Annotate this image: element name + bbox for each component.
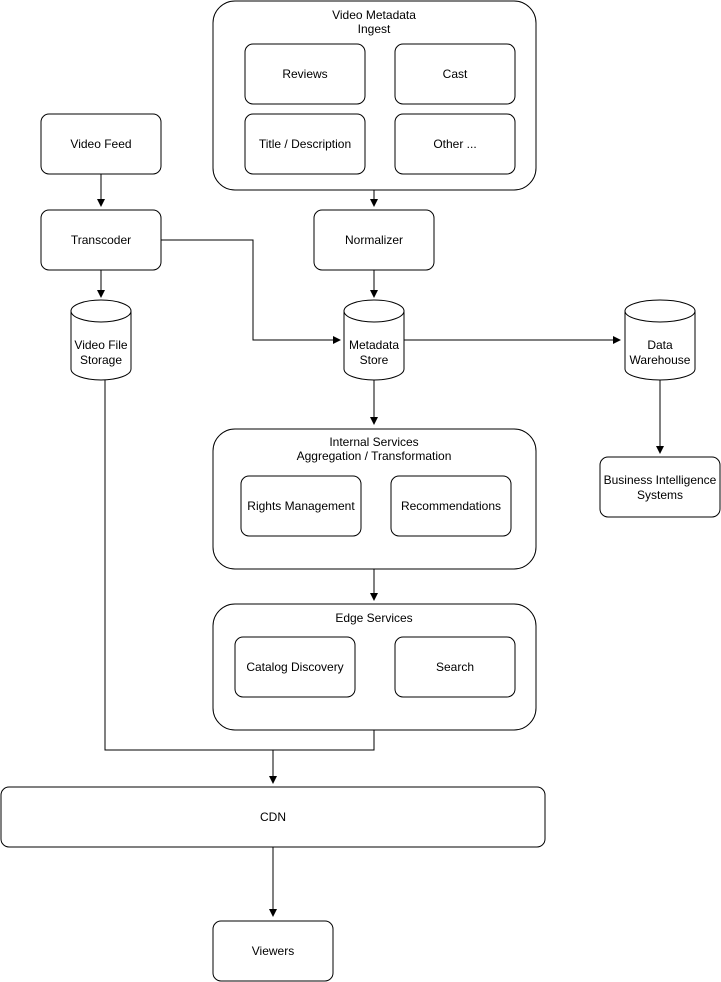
business-intelligence-box[interactable] — [599, 456, 721, 518]
metadata-store-label-line2: Store — [360, 353, 389, 367]
internal-services-group: Internal Services Aggregation / Transfor… — [212, 428, 537, 570]
cdn-box[interactable] — [0, 786, 546, 848]
metadata-ingest-title-line2: Ingest — [358, 22, 391, 36]
video-feed-box[interactable] — [40, 113, 162, 175]
data-warehouse-body[interactable] — [624, 311, 696, 381]
viewers-node[interactable]: Viewers — [212, 920, 334, 982]
normalizer-node[interactable]: Normalizer — [313, 209, 435, 271]
recommendations-box[interactable] — [390, 475, 512, 537]
video-feed-node[interactable]: Video Feed — [40, 113, 162, 175]
transcoder-box[interactable] — [40, 209, 162, 271]
viewers-box[interactable] — [212, 920, 334, 982]
business-intelligence-node[interactable]: Business Intelligence Systems — [599, 456, 721, 518]
video-file-storage-label-line2: Storage — [80, 353, 122, 367]
internal-services-title-line1: Internal Services — [329, 435, 418, 449]
business-intelligence-label-line2: Systems — [637, 488, 683, 502]
internal-services-title-line2: Aggregation / Transformation — [297, 449, 452, 463]
title-description-box[interactable] — [244, 113, 366, 175]
cdn-label: CDN — [260, 810, 286, 824]
other-box[interactable] — [394, 113, 516, 175]
metadata-store-label-line1: Metadata — [349, 338, 399, 352]
search-node[interactable]: Search — [394, 636, 516, 698]
metadata-store-top — [343, 299, 405, 323]
data-warehouse-label-line2: Warehouse — [630, 353, 691, 367]
reviews-node[interactable]: Reviews — [244, 43, 366, 105]
other-node[interactable]: Other ... — [394, 113, 516, 175]
edges — [97, 174, 664, 917]
data-warehouse-node[interactable]: Data Warehouse — [624, 299, 696, 381]
video-file-storage-body[interactable] — [70, 311, 132, 381]
other-label: Other ... — [433, 137, 476, 151]
title-description-label: Title / Description — [259, 137, 351, 151]
normalizer-label: Normalizer — [345, 233, 403, 247]
video-feed-label: Video Feed — [70, 137, 131, 151]
search-label: Search — [436, 660, 474, 674]
reviews-label: Reviews — [282, 67, 327, 81]
title-description-node[interactable]: Title / Description — [244, 113, 366, 175]
transcoder-label: Transcoder — [71, 233, 131, 247]
rights-management-label: Rights Management — [247, 499, 355, 513]
data-warehouse-label-line1: Data — [647, 338, 673, 352]
catalog-discovery-box[interactable] — [234, 636, 356, 698]
video-file-storage-node[interactable]: Video File Storage — [70, 299, 132, 381]
edge-services-container — [212, 603, 537, 731]
viewers-label: Viewers — [252, 944, 294, 958]
video-file-storage-top — [70, 299, 132, 323]
video-file-storage-label-line1: Video File — [74, 338, 127, 352]
edge-storage-and-edge-merge — [104, 380, 375, 751]
recommendations-node[interactable]: Recommendations — [390, 475, 512, 537]
rights-management-node[interactable]: Rights Management — [240, 475, 362, 537]
metadata-store-body[interactable] — [343, 311, 405, 381]
metadata-ingest-group: Video Metadata Ingest Reviews Cast Title… — [212, 0, 537, 191]
data-warehouse-top — [624, 299, 696, 323]
reviews-box[interactable] — [244, 43, 366, 105]
metadata-ingest-title-line1: Video Metadata — [332, 8, 416, 22]
edge-transcoder-to-metadata-store — [161, 239, 341, 344]
transcoder-node[interactable]: Transcoder — [40, 209, 162, 271]
normalizer-box[interactable] — [313, 209, 435, 271]
cast-box[interactable] — [394, 43, 516, 105]
edge-services-title: Edge Services — [335, 611, 412, 625]
rights-management-box[interactable] — [240, 475, 362, 537]
cast-label: Cast — [443, 67, 468, 81]
business-intelligence-label-line1: Business Intelligence — [604, 473, 717, 487]
catalog-discovery-node[interactable]: Catalog Discovery — [234, 636, 356, 698]
cdn-node[interactable]: CDN — [0, 786, 546, 848]
recommendations-label: Recommendations — [401, 499, 501, 513]
catalog-discovery-label: Catalog Discovery — [246, 660, 343, 674]
search-box[interactable] — [394, 636, 516, 698]
edge-services-group: Edge Services Catalog Discovery Search — [212, 603, 537, 731]
cast-node[interactable]: Cast — [394, 43, 516, 105]
metadata-store-node[interactable]: Metadata Store — [343, 299, 405, 381]
